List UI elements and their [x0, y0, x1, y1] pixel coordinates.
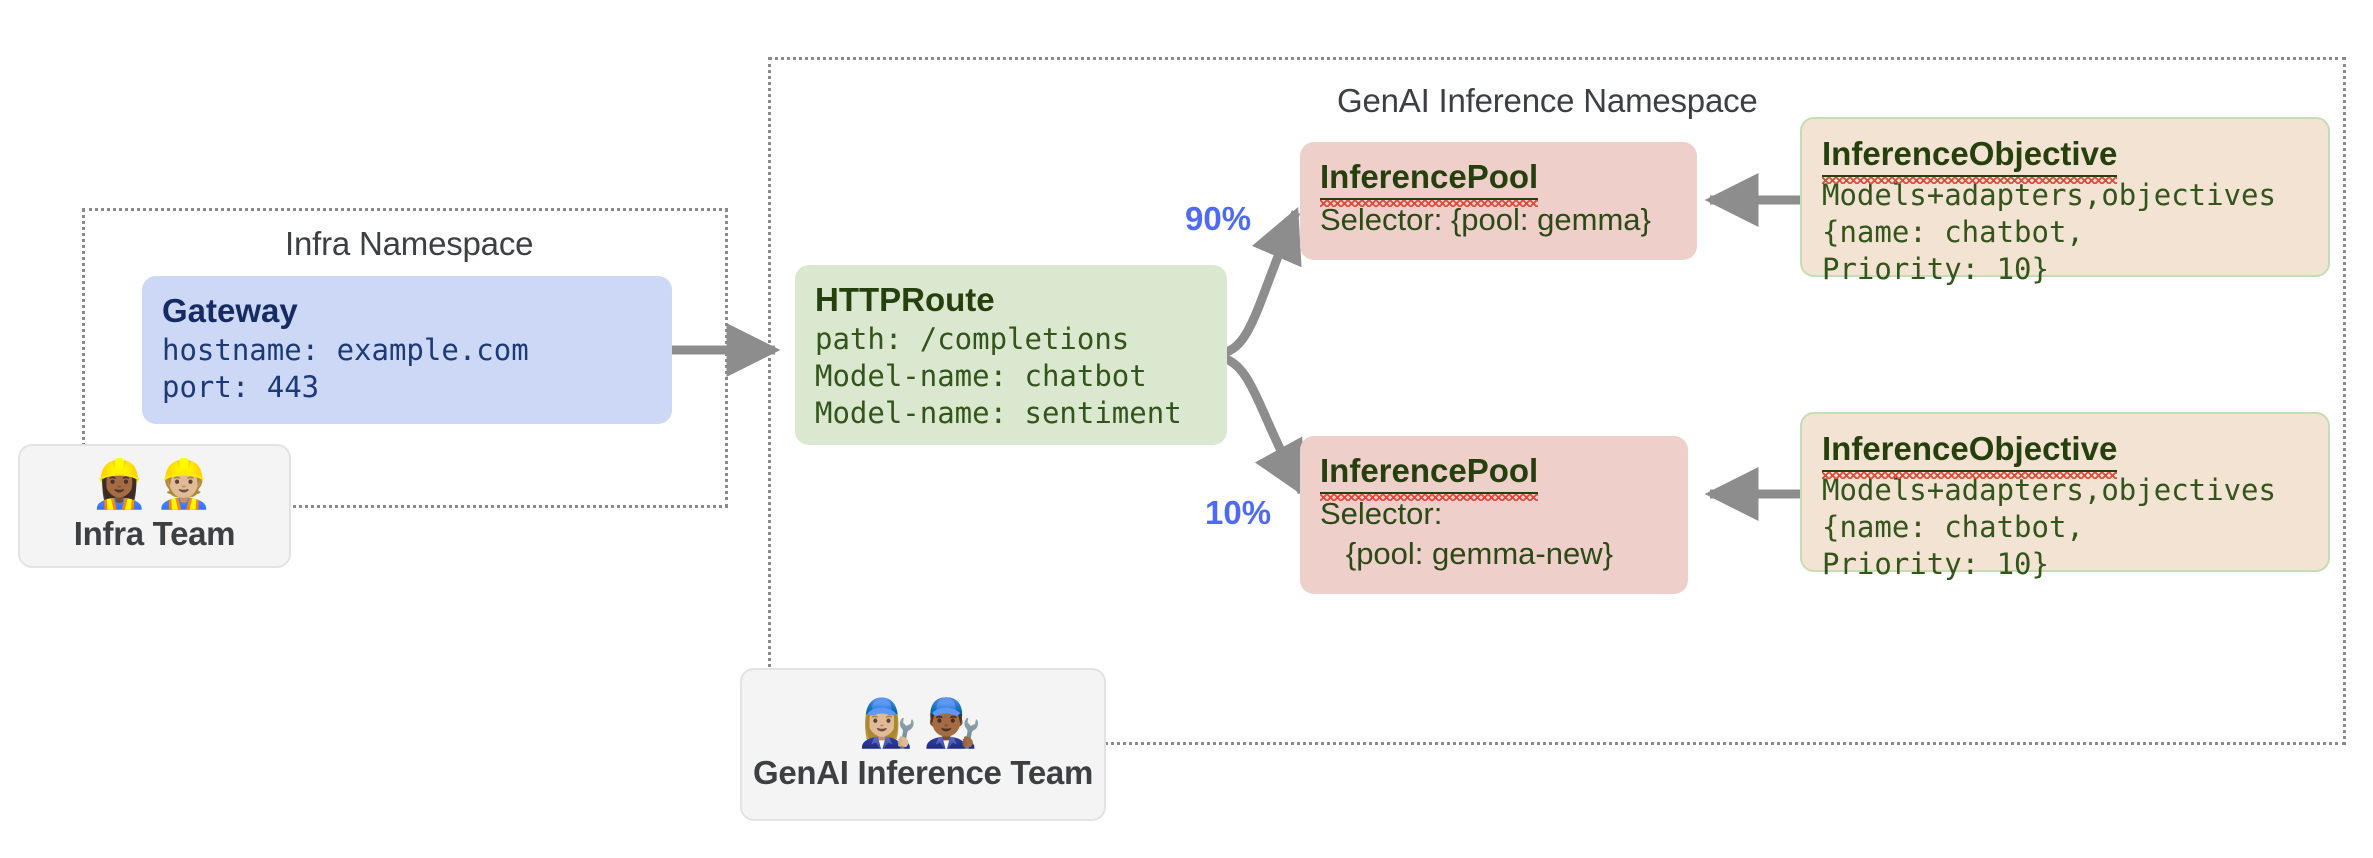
namespace-genai-title: GenAI Inference Namespace	[1337, 82, 1758, 119]
namespace-genai	[768, 57, 2346, 745]
inference-pool-gemma-new-title-text: InferencePool	[1320, 450, 1539, 501]
httproute-title: HTTPRoute	[815, 281, 995, 318]
httproute-model-name-sentiment: Model-name: sentiment	[815, 396, 1182, 430]
inference-pool-gemma-new-title: InferencePool	[1320, 450, 1668, 501]
inference-pool-gemma-new-selector-label: Selector:	[1320, 496, 1443, 531]
inference-objective-bottom-card[interactable]: InferenceObjective Models+adapters,objec…	[1800, 412, 2330, 581]
httproute-path: path: /completions	[815, 322, 1130, 356]
genai-team-label: GenAI Inference Team	[752, 753, 1093, 791]
inference-objective-top-title: InferenceObjective	[1822, 133, 2308, 184]
infra-team-chip[interactable]: 👷🏾‍♀️👷🏼 Infra Team	[18, 444, 291, 568]
weight-label-90: 90%	[1185, 200, 1252, 237]
httproute-model-name-chatbot: Model-name: chatbot	[815, 359, 1147, 393]
mechanic-icons: 👩🏼‍🔧👨🏾‍🔧	[858, 695, 988, 751]
inference-pool-gemma-title: InferencePool	[1320, 156, 1677, 207]
construction-worker-icons: 👷🏾‍♀️👷🏼	[89, 457, 220, 512]
weight-label-10: 10%	[1205, 494, 1272, 531]
gateway-card[interactable]: Gateway hostname: example.com port: 443	[142, 276, 672, 424]
gateway-hostname: hostname: example.com	[162, 333, 529, 367]
gateway-title: Gateway	[162, 292, 298, 329]
inference-objective-top-card[interactable]: InferenceObjective Models+adapters,objec…	[1800, 117, 2330, 286]
inference-objective-bottom-title: InferenceObjective	[1822, 428, 2308, 479]
httproute-card[interactable]: HTTPRoute path: /completions Model-name:…	[795, 265, 1227, 445]
inference-objective-top-priority: Priority: 10}	[1822, 252, 2049, 286]
gateway-port: port: 443	[162, 370, 320, 404]
inference-pool-gemma-title-text: InferencePool	[1320, 156, 1539, 207]
inference-pool-gemma-card[interactable]: InferencePool Selector: {pool: gemma}	[1300, 142, 1697, 260]
genai-team-chip[interactable]: 👩🏼‍🔧👨🏾‍🔧 GenAI Inference Team	[740, 668, 1106, 821]
infra-team-label: Infra Team	[73, 515, 236, 552]
inference-pool-gemma-selector: Selector: {pool: gemma}	[1320, 202, 1651, 237]
inference-objective-top-name: {name: chatbot,	[1822, 215, 2084, 249]
inference-objective-bottom-title-text: InferenceObjective	[1822, 428, 2118, 479]
inference-pool-gemma-new-selector-value: {pool: gemma-new}	[1320, 536, 1613, 571]
inference-objective-bottom-name: {name: chatbot,	[1822, 510, 2084, 544]
inference-objective-bottom-priority: Priority: 10}	[1822, 547, 2049, 581]
inference-objective-top-title-text: InferenceObjective	[1822, 133, 2118, 184]
namespace-infra-title: Infra Namespace	[285, 225, 534, 262]
inference-pool-gemma-new-card[interactable]: InferencePool Selector: {pool: gemma-new…	[1300, 436, 1688, 594]
